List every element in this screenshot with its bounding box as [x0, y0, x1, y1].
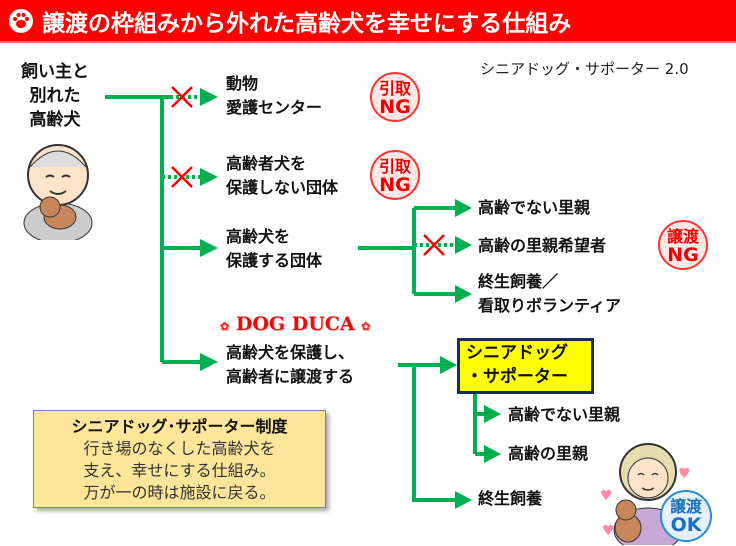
outcome-label: 看取りボランティア — [478, 296, 622, 315]
branch-label: 高齢者に譲渡する — [226, 367, 355, 386]
outcome-label: 高齢でない里親 — [478, 198, 591, 217]
info-line: 行き場のなくした高齢犬を — [83, 439, 276, 458]
outcome-label: 高齢の里親希望者 — [478, 236, 607, 255]
info-line: 支え、幸せにする仕組み。 — [83, 461, 276, 480]
info-box: シニアドッグ･サポーター制度 行き場のなくした高齢犬を 支え、幸せにする仕組み。… — [33, 410, 326, 508]
branch-label: 高齢犬を保護し、 — [226, 343, 355, 362]
paw-icon: ✿ — [361, 320, 371, 333]
branch-label: 高齢犬を — [226, 227, 291, 246]
branch-label: 高齢者犬を — [226, 154, 307, 173]
branch-label: 愛護センター — [226, 98, 323, 117]
paw-icon — [9, 8, 33, 33]
svg-text:♥: ♥ — [678, 466, 690, 482]
branch-label: 保護する団体 — [226, 251, 323, 270]
source-line: 高齢犬 — [29, 110, 81, 130]
svg-text:♥: ♥ — [600, 488, 613, 504]
header-bar: 譲渡の枠組みから外れた高齢犬を幸せにする仕組み — [0, 0, 736, 43]
page-title: 譲渡の枠組みから外れた高齢犬を幸せにする仕組み — [42, 10, 572, 37]
version-label: シニアドッグ・サポーター 2.0 — [480, 60, 689, 78]
paw-icon: ✿ — [220, 320, 230, 333]
source-line: 別れた — [29, 86, 81, 106]
info-title: シニアドッグ･サポーター制度 — [71, 417, 288, 436]
source-line: 飼い主と — [21, 62, 89, 82]
svg-text:♥: ♥ — [602, 523, 615, 539]
outcome-label: 終生飼養 — [478, 489, 543, 508]
branch-label: 保護しない団体 — [226, 178, 339, 197]
branch-label: 動物 — [226, 74, 259, 93]
elderly-man-with-dog-illustration — [23, 144, 93, 240]
senior-dog-supporter-box: シニアドッグ・サポーター — [457, 338, 594, 394]
outcome-label: 高齢の里親 — [508, 444, 589, 463]
outcome-label: 高齢でない里親 — [508, 405, 621, 424]
dog-duca-logo: ✿ DOG DUCA ✿ — [220, 313, 371, 335]
info-line: 万が一の時は施設に戻る。 — [83, 483, 276, 502]
outcome-label: 終生飼養／ — [478, 272, 559, 291]
